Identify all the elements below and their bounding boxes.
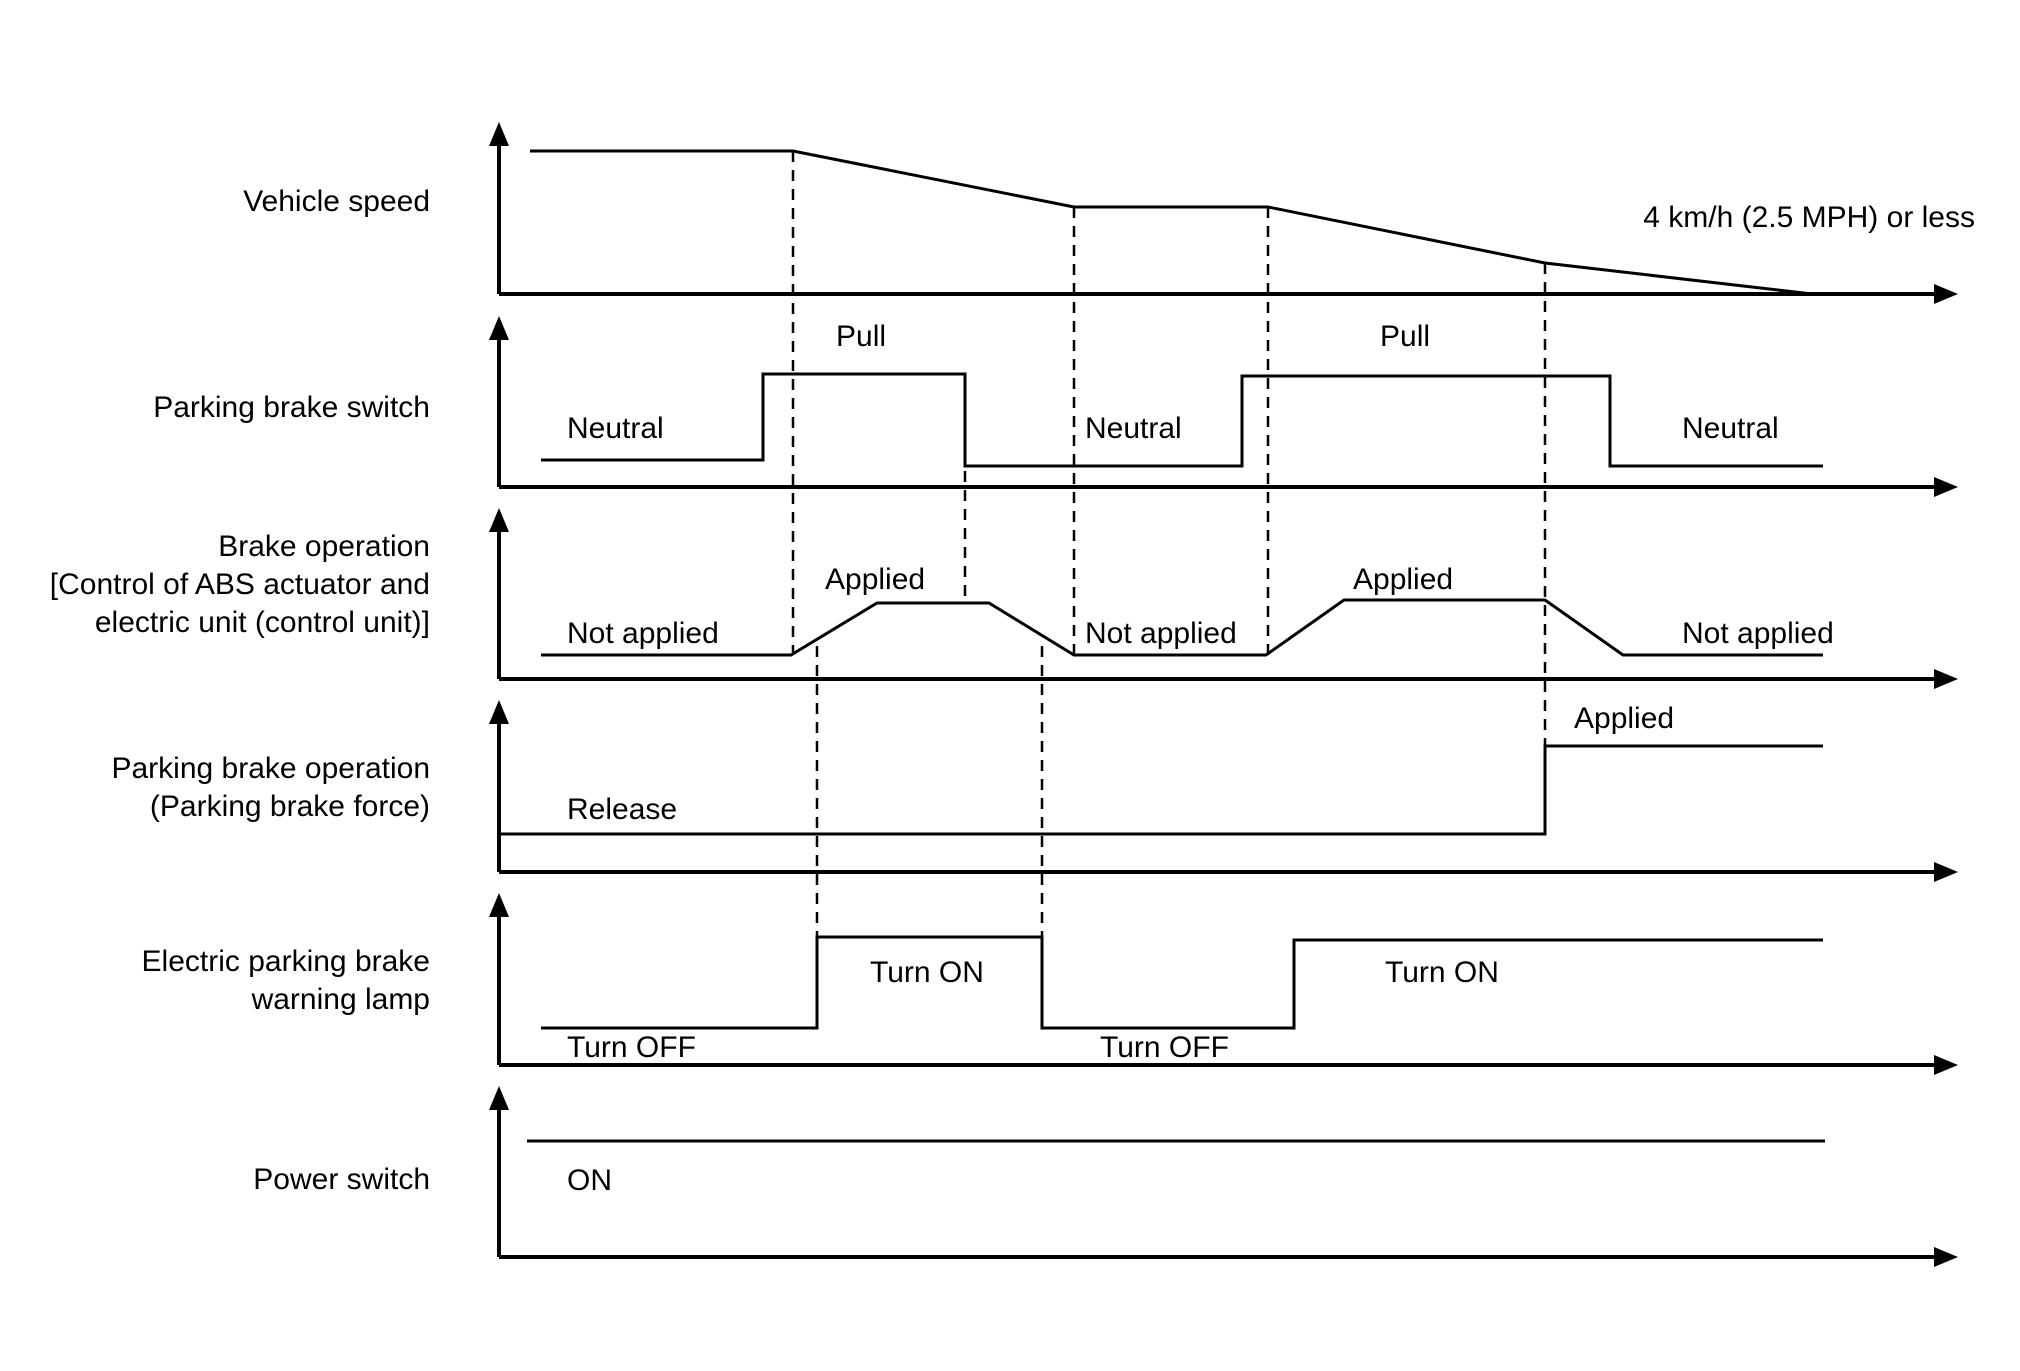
row-labels: Vehicle speed Parking brake switch Brake… (50, 185, 430, 1196)
switch-state-label: Neutral (567, 412, 664, 445)
row-label-parking-brake-operation-line2: (Parking brake force) (150, 790, 430, 823)
row-label-parking-brake-switch: Parking brake switch (153, 391, 430, 424)
parking-brake-switch-waveform (541, 372, 1823, 468)
brake-state-label: Not applied (1682, 617, 1834, 650)
row-label-power-switch: Power switch (253, 1163, 430, 1196)
vehicle-speed-waveform (530, 149, 1813, 296)
warning-lamp-state-label: Turn OFF (1100, 1031, 1229, 1064)
row-label-brake-operation-line2: [Control of ABS actuator and (50, 568, 430, 601)
axis-power-switch (489, 1086, 1958, 1267)
waveforms (499, 149, 1825, 1143)
brake-state-label: Not applied (1085, 617, 1237, 650)
axis-parking-brake-switch (489, 316, 1958, 497)
row-label-parking-brake-operation: Parking brake operation (111, 752, 430, 785)
warning-lamp-state-label: Turn OFF (567, 1031, 696, 1064)
brake-state-label: Not applied (567, 617, 719, 650)
parking-brake-operation-waveform (499, 744, 1823, 836)
parking-force-state-label: Release (567, 793, 677, 826)
brake-operation-waveform (541, 598, 1823, 657)
row-label-warning-lamp: Electric parking brake (142, 945, 430, 978)
switch-state-label: Pull (836, 320, 886, 353)
axis-brake-operation (489, 508, 1958, 689)
row-label-warning-lamp-line2: warning lamp (251, 983, 430, 1016)
brake-state-label: Applied (1353, 563, 1453, 596)
row-label-vehicle-speed: Vehicle speed (243, 185, 430, 218)
parking-force-state-label: Applied (1574, 702, 1674, 735)
row-label-brake-operation-line3: electric unit (control unit)] (95, 606, 430, 639)
axes (489, 122, 1958, 1267)
axis-vehicle-speed (489, 122, 1958, 304)
row-label-brake-operation: Brake operation (218, 530, 430, 563)
brake-state-label: Applied (825, 563, 925, 596)
warning-lamp-state-label: Turn ON (1385, 956, 1499, 989)
power-switch-state-label: ON (567, 1164, 612, 1197)
axis-parking-brake-operation (489, 700, 1958, 882)
switch-state-label: Neutral (1682, 412, 1779, 445)
signal-annotations: 4 km/h (2.5 MPH) or less Neutral Pull Ne… (567, 201, 1975, 1197)
timing-guides (791, 151, 1547, 937)
vehicle-speed-threshold-label: 4 km/h (2.5 MPH) or less (1643, 201, 1975, 234)
warning-lamp-state-label: Turn ON (870, 956, 984, 989)
switch-state-label: Neutral (1085, 412, 1182, 445)
axis-warning-lamp (489, 893, 1958, 1075)
switch-state-label: Pull (1380, 320, 1430, 353)
warning-lamp-waveform (541, 935, 1823, 1030)
